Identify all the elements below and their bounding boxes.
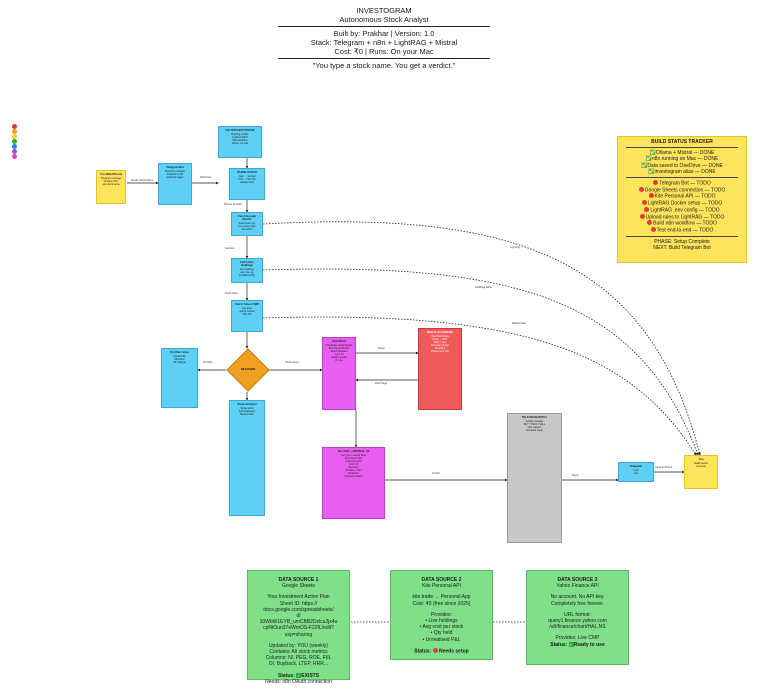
status-line: Status: Needs setup <box>414 647 469 655</box>
node-n8n-orchestrator[interactable]: n8n ORCHESTRATOR Running on Mac localhos… <box>218 126 262 158</box>
red-circle-icon <box>647 220 653 226</box>
edge-kite-log <box>262 268 699 456</box>
divider <box>278 26 490 27</box>
color-swatch[interactable] <box>12 124 17 129</box>
data-source-3[interactable]: DATA SOURCE 3 Yahoo Finance API No accou… <box>526 570 629 665</box>
built-by: Built by: Prakhar | Version: 1.0 <box>333 29 435 38</box>
check-icon: ✅ <box>641 162 648 169</box>
edge-label: Reply <box>572 474 579 477</box>
tagline: "You type a stock name. You get a verdic… <box>312 61 456 70</box>
red-circle-icon <box>644 206 650 212</box>
color-swatch[interactable] <box>12 139 17 144</box>
node-fetch-kite[interactable]: Fetch Kite Holdings Live holdings avg co… <box>231 258 263 283</box>
node-fetch-sheets[interactable]: Fetch Google Sheets Read stock row from … <box>231 212 263 236</box>
edge-label: Fetch Data <box>225 292 238 295</box>
diamond-shape <box>226 348 270 392</box>
tracker-phase: PHASE: Setup Complete <box>654 238 710 245</box>
cost: Cost: ₹0 | Runs: On your Mac <box>334 47 434 56</box>
divider <box>626 235 738 237</box>
edge-label: Log Only <box>510 246 521 249</box>
node-parse-stock[interactable]: PARSE STOCK Input → Symbol HAL → HAL.NS … <box>229 168 265 200</box>
node-user-final[interactable]: You Read verdict on phone <box>684 455 718 489</box>
tracker-done-item: ✅Data saved to OneDrive — DONE <box>641 162 723 169</box>
data-source-2[interactable]: DATA SOURCE 2 Kite Personal API kite.tra… <box>390 570 493 660</box>
stack: Stack: Telegram + n8n + LightRAG + Mistr… <box>310 38 458 47</box>
red-circle-icon <box>653 180 659 186</box>
edge-label: Webhook <box>200 176 211 179</box>
tracker-todo-item: LightRAG .env config — TODO <box>618 206 746 214</box>
color-swatch[interactable] <box>12 154 17 159</box>
color-swatch[interactable] <box>12 134 17 139</box>
decision-diamond[interactable]: DECISION <box>226 348 270 392</box>
check-icon: ✅ <box>649 150 656 157</box>
header: INVESTOGRAM Autonomous Stock Analyst Bui… <box>0 6 768 70</box>
color-swatch[interactable] <box>12 129 17 134</box>
edge-label: Parses Symbol <box>224 203 242 206</box>
tracker-todo-item: Build n8n workflow — TODO <box>618 220 746 227</box>
edge-label: Sends Stock Name <box>131 179 154 182</box>
tracker-todo-item: Telegram Bot — TODO <box>618 180 746 187</box>
edge-label: Send to Phone <box>655 466 673 469</box>
check-icon: ✓ <box>296 673 302 679</box>
red-circle-icon <box>432 647 438 653</box>
tracker-done-item: ✅Ollama + Mistral — DONE <box>649 150 715 157</box>
node-stock-analysis[interactable]: Stock Analysis Single stock Full breakdo… <box>229 400 265 516</box>
tracker-done-item: ✅n8n running on Mac — DONE <box>645 156 719 163</box>
node-ollama-mistral[interactable]: OLLAMA + MISTRAL 7B Your Free Local AI B… <box>322 447 385 519</box>
node-fetch-yahoo[interactable]: Fetch Yahoo CMP Live price query1 financ… <box>231 300 263 332</box>
edge-label: Holdings Data <box>475 286 492 289</box>
decision-label: DECISION <box>240 367 256 371</box>
tracker-next: NEXT: Build Telegram Bot <box>653 244 711 251</box>
edge-label: Verdict <box>432 472 440 475</box>
color-swatch[interactable] <box>12 149 17 154</box>
red-circle-icon <box>648 193 654 199</box>
node-lightrag[interactable]: LIGHTRAG Knowledge Graph Engine Running … <box>322 337 356 410</box>
app-subtitle: Autonomous Stock Analyst <box>339 15 429 24</box>
node-telegram-reply[interactable]: TELEGRAM REPLY Verdict message BUY / HOL… <box>507 413 562 543</box>
status-line: Status: ✓EXISTS <box>277 672 320 679</box>
node-red-flag-engine[interactable]: RED FLAG ENGINE Hard Stop Rules If fails… <box>418 328 462 410</box>
tracker-title: BUILD STATUS TRACKER <box>651 139 713 145</box>
tracker-todo-item: Kite Personal API — TODO <box>618 193 746 200</box>
tracker-todo-item: Test end-to-end — TODO <box>618 226 746 234</box>
edge-label: Portfolio <box>203 361 213 364</box>
app-title: INVESTOGRAM <box>356 6 412 15</box>
node-telegram-bot[interactable]: Telegram Bot Receives message forwards t… <box>158 163 192 205</box>
check-icon: ✅ <box>645 156 652 163</box>
red-circle-icon <box>641 200 647 206</box>
check-icon: ✓ <box>568 642 574 648</box>
edge-label: Rules <box>378 347 385 350</box>
data-source-1[interactable]: DATA SOURCE 1 Google Sheets Your Investm… <box>247 570 350 685</box>
red-circle-icon <box>650 226 656 232</box>
divider <box>626 177 738 179</box>
node-telegram-out[interactable]: Telegram reply sent <box>618 462 654 482</box>
tracker-todo-item: Google Sheets connection — TODO <box>618 186 746 194</box>
red-circle-icon <box>639 213 645 219</box>
divider <box>278 58 490 59</box>
node-portfolio-view[interactable]: Portfolio View Overall P&L Allocation Al… <box>161 348 198 408</box>
edge-label: Stock Query <box>285 361 300 364</box>
tracker-todo-item: Upload rules to LightRAG — TODO <box>618 213 746 221</box>
divider <box>626 147 738 149</box>
color-swatch[interactable] <box>12 144 17 149</box>
tracker-done-item: ✅investogram alias — DONE <box>648 168 716 175</box>
edge-yahoo-log <box>262 316 697 456</box>
node-user[interactable]: You (Mac/Phone) Telegram message "Analys… <box>96 170 126 204</box>
edge-label: Market Data <box>512 322 527 325</box>
tracker-todo-item: LightRAG Docker setup — TODO <box>618 200 746 207</box>
build-status-tracker[interactable]: BUILD STATUS TRACKER ✅Ollama + Mistral —… <box>617 136 747 263</box>
check-icon: ✅ <box>648 168 655 175</box>
edge-label: Red Flags <box>375 382 387 385</box>
status-line: Status: ✓Ready to use <box>550 641 605 648</box>
edge-sheets-log <box>262 221 701 456</box>
red-circle-icon <box>638 186 644 192</box>
edge-label: Fetches <box>225 247 235 250</box>
